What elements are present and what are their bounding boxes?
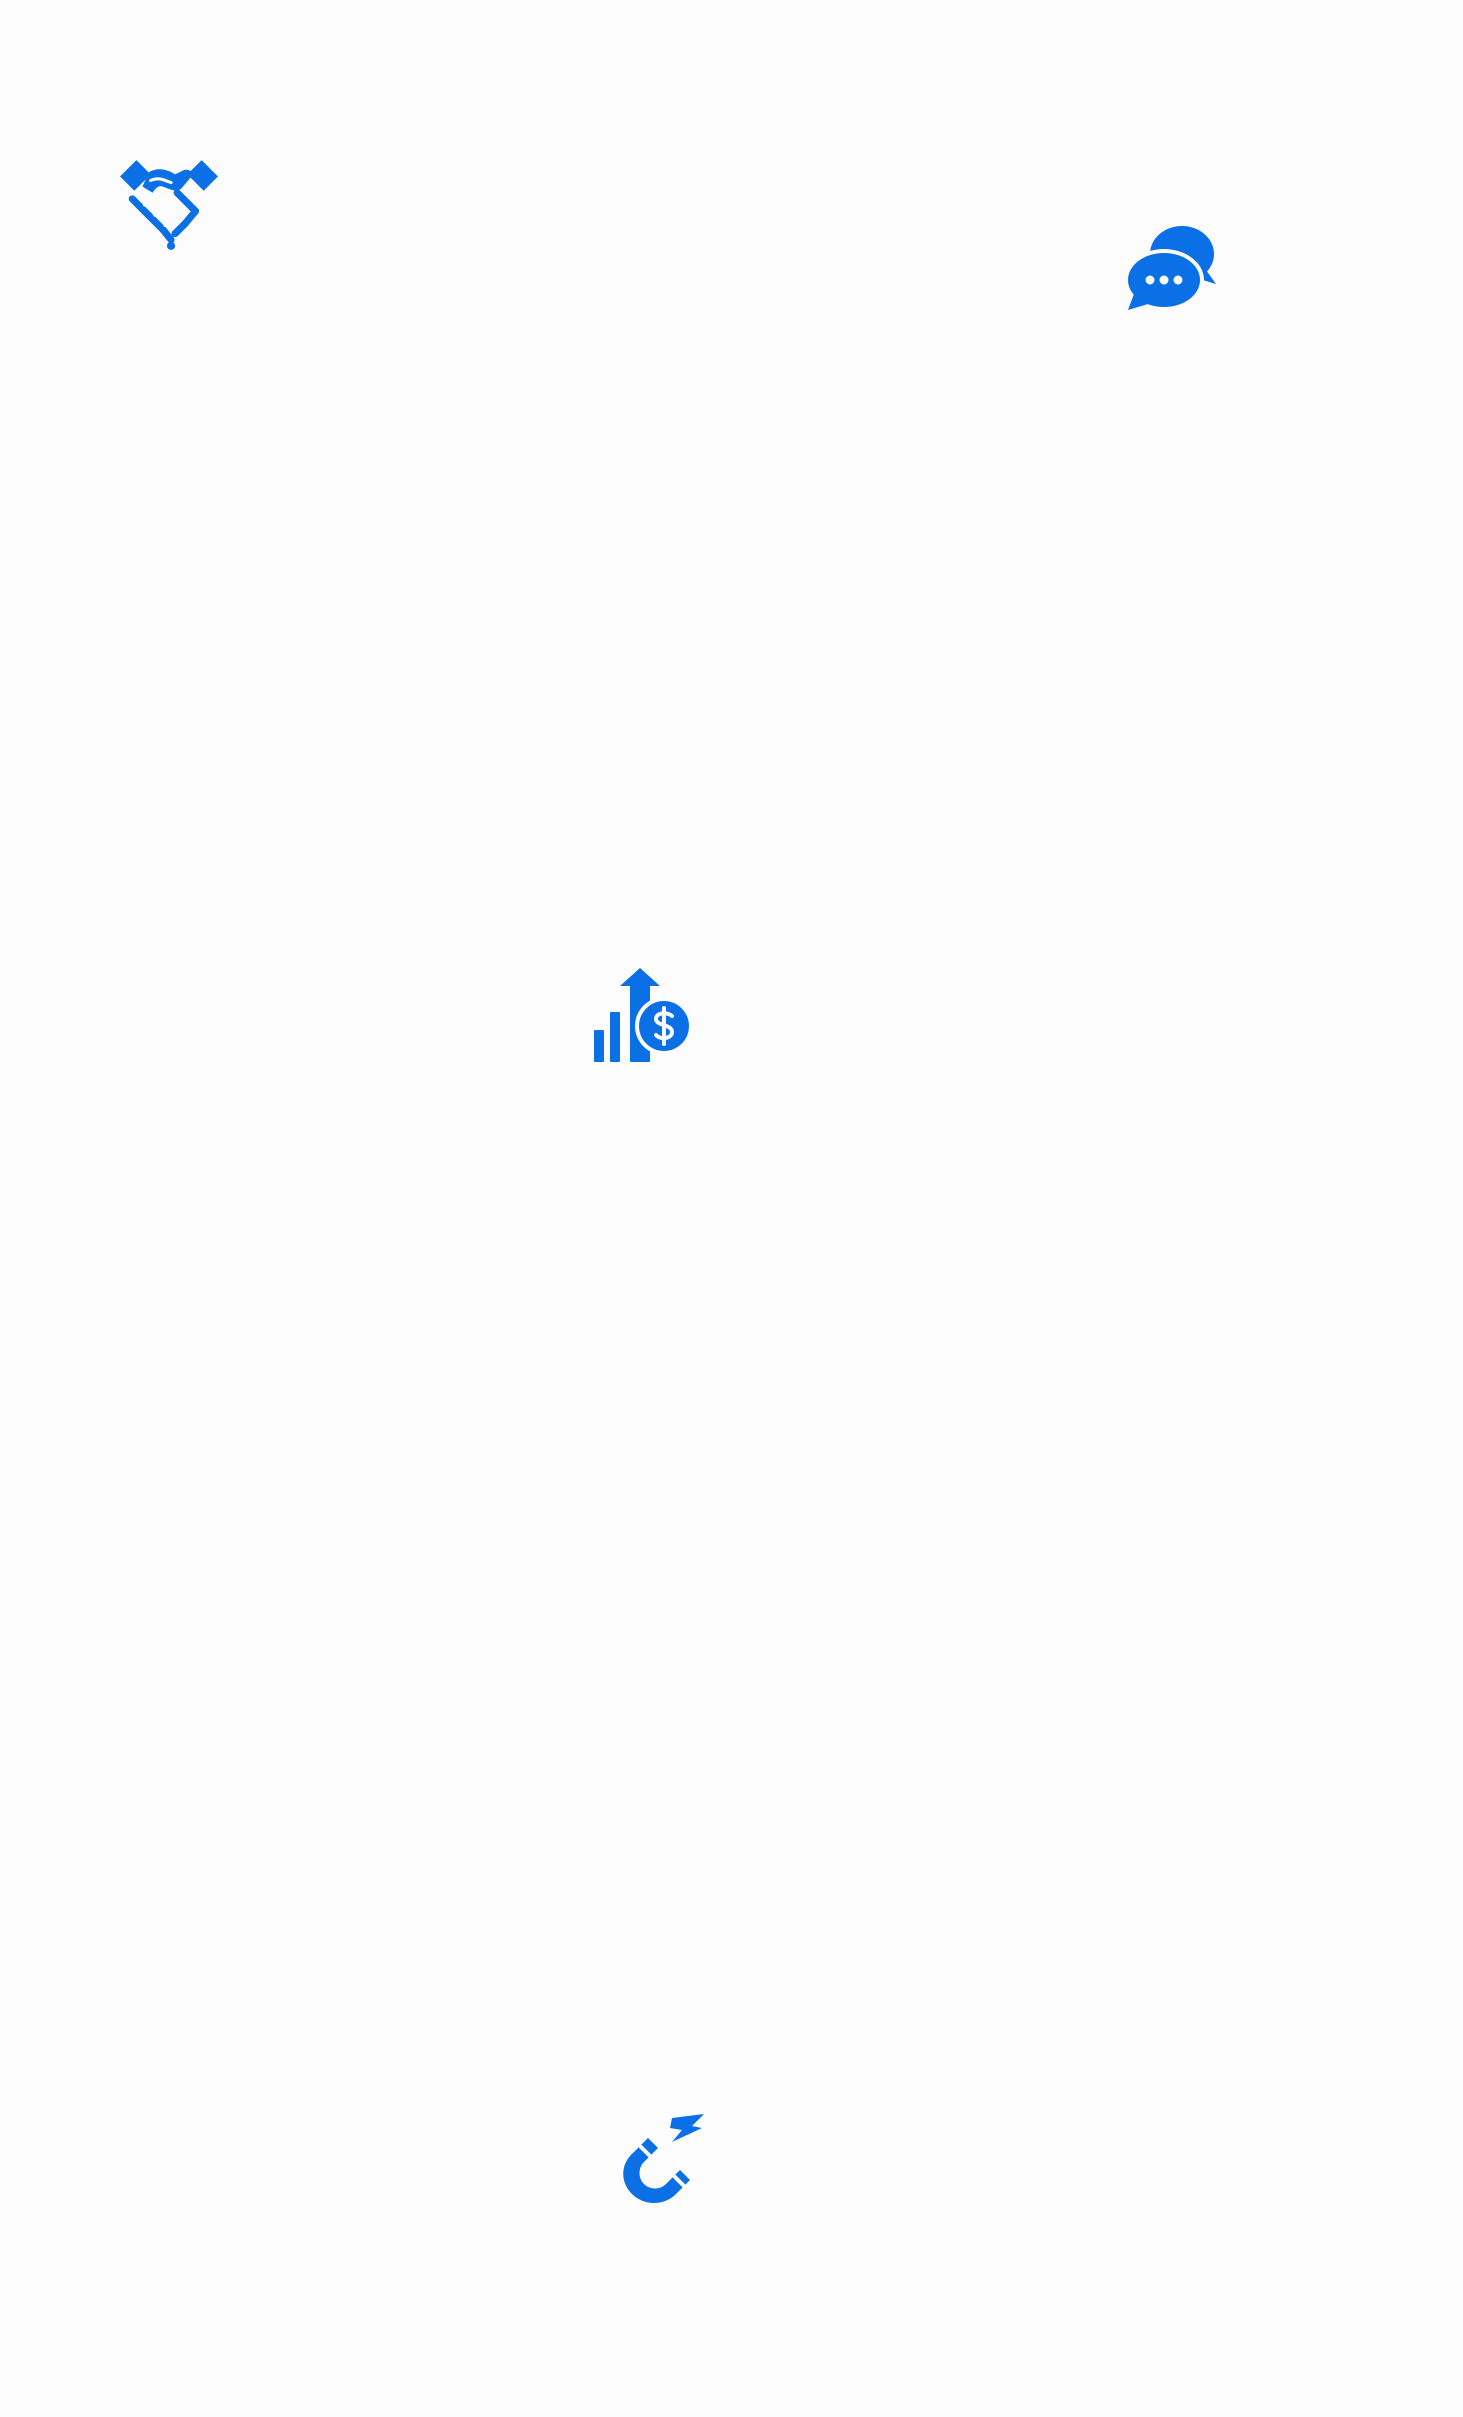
chat-bubbles-icon xyxy=(1126,224,1218,312)
revenue-growth-icon xyxy=(594,968,690,1062)
magnet-icon xyxy=(612,2114,708,2210)
handshake-icon xyxy=(118,158,220,250)
